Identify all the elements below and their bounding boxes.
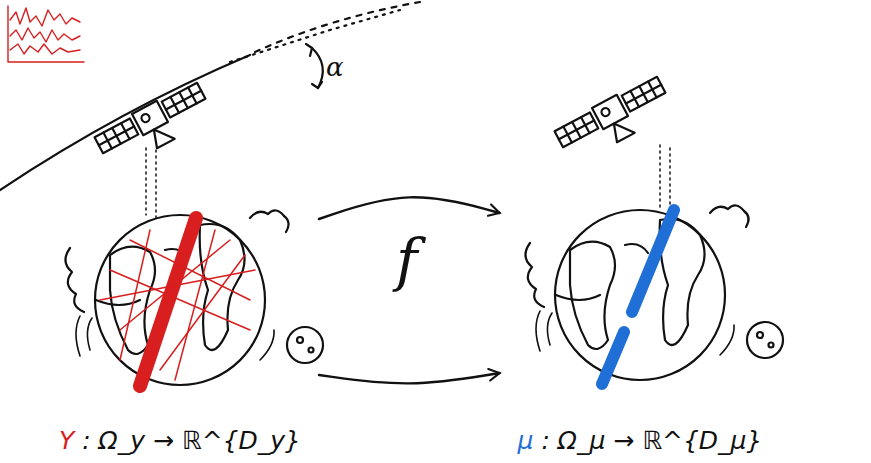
mapping-label: Y : Ω_y → ℝ^{D_y} — [55, 424, 305, 457]
mapping-arrow — [319, 373, 500, 383]
satellite — [553, 74, 675, 166]
measurement-tracks — [100, 218, 255, 386]
signal-chart — [8, 6, 84, 62]
globe-panel: μ : Ω_μ → ℝ^{D_μ} — [506, 205, 775, 457]
angle-label: α — [326, 52, 344, 82]
function-label: f — [396, 226, 417, 294]
mapping-label: μ : Ω_μ → ℝ^{D_μ} — [514, 424, 767, 457]
mapping-arrow — [319, 197, 500, 219]
moon — [287, 327, 323, 363]
prediction-band — [602, 210, 674, 384]
nadir-dashed — [230, 10, 400, 62]
satellite — [93, 80, 215, 172]
earth-globe — [65, 210, 288, 385]
orbit-line — [0, 55, 250, 190]
globe-panel: Y : Ω_y → ℝ^{D_y} — [47, 205, 313, 457]
angle-arc — [312, 48, 323, 88]
moon — [747, 322, 783, 358]
